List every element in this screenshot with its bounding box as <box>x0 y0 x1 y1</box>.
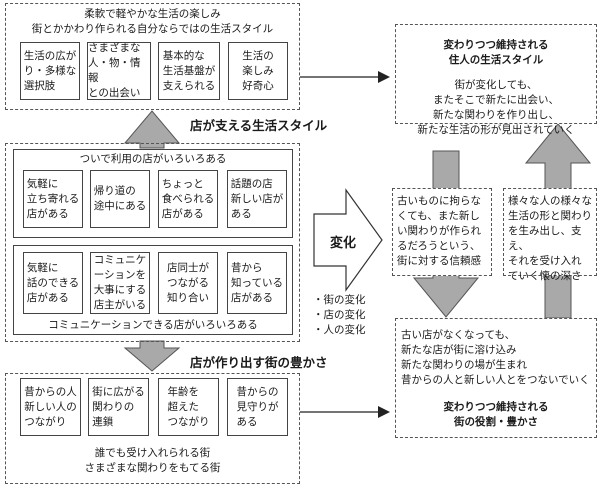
change-arrow-shape <box>313 188 383 292</box>
top-cell-2: さまざまな 人・物・情報 との出会い <box>87 42 151 100</box>
right-middle-left-caption: 古いものに拘らな くても、また新し い関わりが作られ るだろうという、 街に対す… <box>392 188 492 276</box>
right-arrowhead-bottom <box>378 406 390 418</box>
middle-upper-title: ついで利用の店がいろいろある <box>79 153 227 165</box>
middle-group <box>5 143 300 342</box>
middle-upper-cell-3: ちょっと 食べられる 店がある <box>158 170 218 228</box>
right-bottom-body: 古い店がなくなっても、 新たな店が街に溶け込み 新たな関わりの場が生まれ 昔から… <box>401 329 590 386</box>
bottom-group <box>5 373 300 484</box>
bottom-cell-1: 昔からの人 新しい人の つながり <box>20 378 81 436</box>
middle-lower-cell-4: 昔から 知っている 店がある <box>227 252 287 314</box>
bottom-cell-3: 年齢を 超えた つながり <box>158 378 219 436</box>
middle-lower-cell-3: 店同士が つながる 知り合い <box>158 252 218 314</box>
change-label: 変化 <box>330 236 357 251</box>
right-bottom-title: 変わりつつ維持される 街の役割・豊かさ <box>443 401 549 428</box>
top-cell-4: 生活の 楽しみ 好奇心 <box>228 42 288 100</box>
arrow-label-lifestyle: 店が支える生活スタイル <box>190 118 328 133</box>
right-top-title: 変わりつつ維持される 住人の生活スタイル <box>443 39 549 66</box>
top-cell-3: 基本的な 生活基盤が 支えられる <box>158 42 220 100</box>
top-group-header: 柔軟で軽やかな生活の楽しみ 街とかかわり作られる自分ならではの生活スタイル <box>31 8 274 35</box>
change-items: ・街の変化 ・店の変化 ・人の変化 <box>313 294 366 336</box>
arrow-label-richness: 店が作り出す街の豊かさ <box>190 355 328 370</box>
right-middle-right-caption: 様々な人の様々な 生活の形と関わり を生み出し、支え、 それを受け入れ ていく懐… <box>503 188 597 282</box>
top-cell-1: 生活の広が り・多様な 選択肢 <box>20 42 80 100</box>
right-bottom-box <box>395 318 597 438</box>
middle-upper-cell-1: 気軽に 立ち寄れる 店がある <box>23 170 83 228</box>
middle-lower-cell-2: コミュニケ ーションを 大事にする 店主がいる <box>90 252 150 314</box>
bottom-cell-4: 昔からの 見守りが ある <box>227 378 288 436</box>
top-group <box>5 3 300 110</box>
bottom-group-footer: 誰でも受け入れられる街 さまざまな関わりをもてる街 <box>84 447 221 474</box>
middle-upper-cell-2: 帰り道の 途中にある <box>90 170 150 228</box>
middle-upper-cell-4: 話題の店 新しい店が ある <box>227 170 287 228</box>
down-arrow-shape <box>123 340 181 372</box>
middle-lower-title: コミュニケーションできる店がいろいろある <box>48 319 258 331</box>
right-top-body: 街が変化しても、 またそこで新たに出会い、 新たな関わりを作り出し、 新たな生活… <box>417 79 575 136</box>
right-arrowhead-top <box>378 71 390 83</box>
bottom-cell-2: 街に広がる 関わりの 連鎖 <box>88 378 149 436</box>
right-top-box <box>395 24 597 124</box>
middle-lower-cell-1: 気軽に 話のできる 店がある <box>23 252 83 314</box>
